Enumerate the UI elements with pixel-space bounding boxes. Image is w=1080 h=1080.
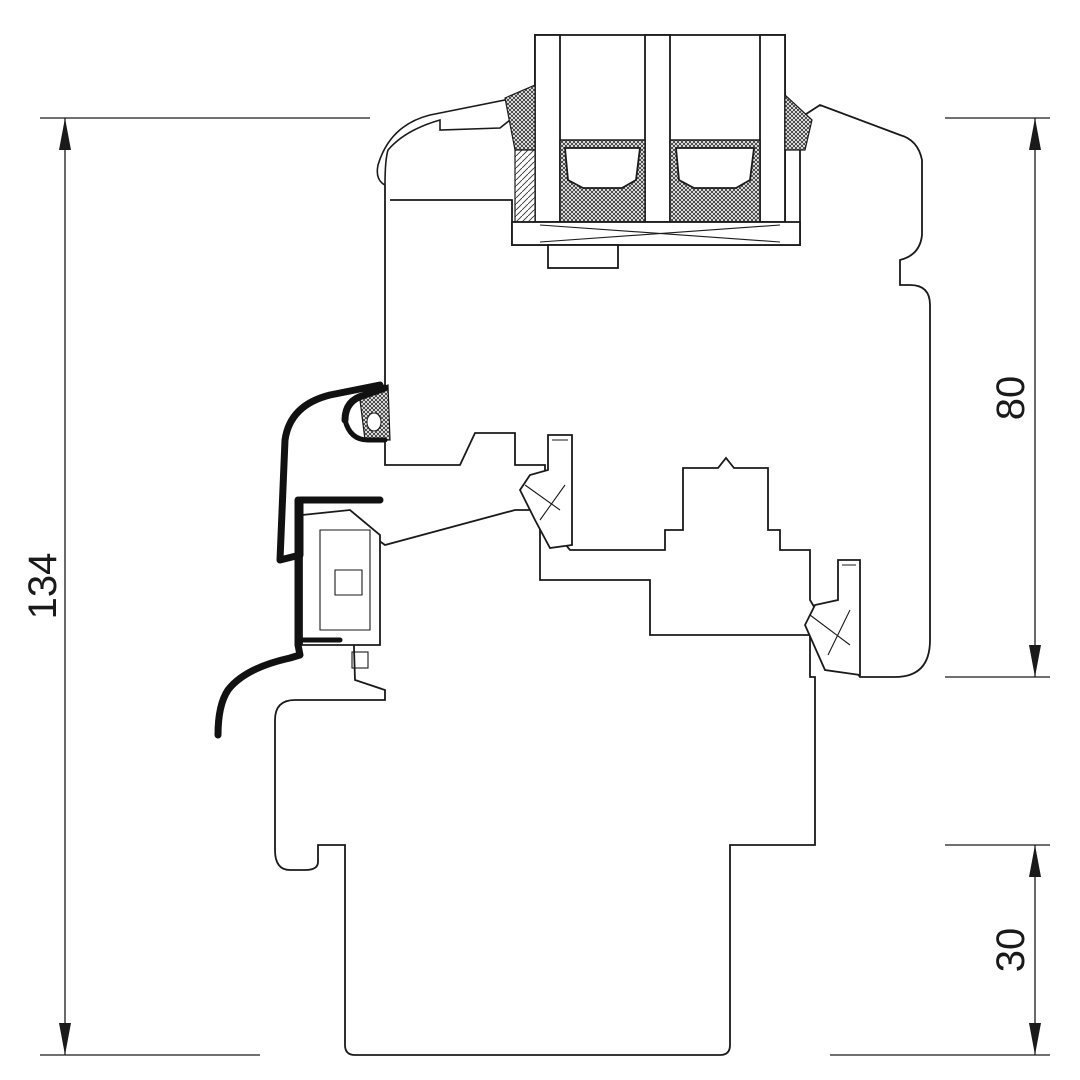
frame-profile (274, 509, 816, 1056)
dimension-label-80: 80 (989, 376, 1033, 421)
sash-seal-inner (518, 434, 573, 549)
thermal-insert (301, 509, 381, 646)
sash-top-lip (376, 99, 522, 186)
glazing-seal-left (504, 84, 536, 151)
sash-profile (384, 103, 931, 678)
setting-block (547, 244, 619, 269)
glazing-seal-right (784, 93, 813, 151)
dimension-label-30: 30 (989, 928, 1033, 973)
triple-glazing (534, 34, 786, 223)
dimension-sash-height: 80 (945, 117, 1050, 678)
glazing-block-left (514, 149, 536, 223)
dimension-label-134: 134 (21, 553, 65, 620)
corner-marker (351, 651, 369, 669)
dimension-frame-bottom: 30 (830, 844, 1050, 1056)
aluminium-drip-cap (214, 381, 389, 739)
sash-seal-outer (804, 559, 861, 677)
dimension-total-height: 134 (21, 117, 370, 1056)
